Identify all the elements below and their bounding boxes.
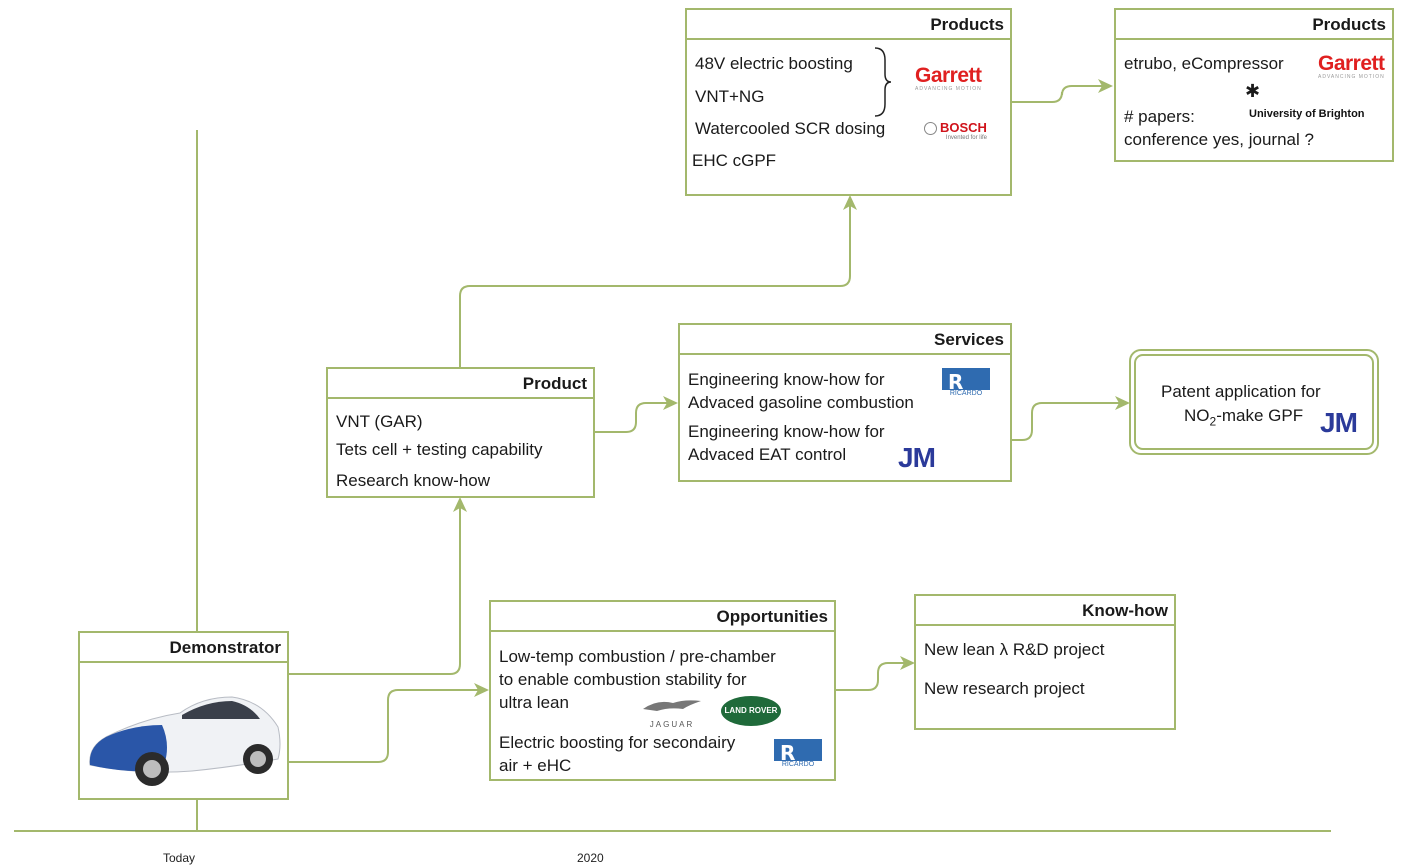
products-left-item: VNT+NG <box>695 87 765 106</box>
knowhow-item: New research project <box>924 679 1085 698</box>
arrow-head <box>1115 396 1130 410</box>
edge-opportunities-knowhow <box>836 662 909 691</box>
arrow-head <box>474 683 489 697</box>
services-title: Services <box>680 325 1010 355</box>
products-box-left: Products 48V electric boosting VNT+NG Wa… <box>685 8 1012 196</box>
opportunities-item: ultra lean <box>499 693 569 712</box>
opportunities-item: air + eHC <box>499 756 572 775</box>
edge-product-products <box>459 200 851 367</box>
demonstrator-box: Demonstrator <box>78 631 289 800</box>
product-box: Product VNT (GAR) Tets cell + testing ca… <box>326 367 595 498</box>
arrow-head <box>663 396 678 410</box>
services-item: Engineering know-how for <box>688 422 885 441</box>
product-title: Product <box>328 369 593 399</box>
opportunities-item: Low-temp combustion / pre-chamber <box>499 647 776 666</box>
timeline-label-today: Today <box>163 851 196 865</box>
car-image <box>89 696 281 786</box>
opportunities-box: Opportunities Low-temp combustion / pre-… <box>489 600 836 781</box>
products-right-line: etrubo, eCompressor <box>1124 54 1284 73</box>
products-right-title: Products <box>1116 10 1392 40</box>
arrow-head <box>453 497 467 512</box>
demonstrator-title: Demonstrator <box>80 633 287 663</box>
arrow-head <box>900 656 915 670</box>
edge-demonstrator-product <box>289 502 461 675</box>
knowhow-box: Know-how New lean λ R&D project New rese… <box>914 594 1176 730</box>
services-item: Engineering know-how for <box>688 370 885 389</box>
products-box-right: Products etrubo, eCompressor Garrett ADV… <box>1114 8 1394 162</box>
products-left-title: Products <box>687 10 1010 40</box>
products-left-item: Watercooled SCR dosing <box>695 119 886 138</box>
patent-line1: Patent application for <box>1161 382 1321 401</box>
product-item: Research know-how <box>336 471 491 490</box>
products-right-line: # papers: <box>1124 107 1195 126</box>
edge-product-services <box>595 402 672 433</box>
services-item: Advaced EAT control <box>688 445 847 464</box>
jaguar-logo: JAGUAR <box>639 695 705 729</box>
jm-logo: JM <box>1318 407 1359 439</box>
bosch-logo: BOSCH Invented for life <box>924 120 987 141</box>
timeline-label-2020: 2020 <box>577 851 604 865</box>
jaguar-leaper-icon <box>643 700 701 711</box>
product-item: VNT (GAR) <box>336 412 423 431</box>
garrett-logo: Garrett ADVANCING MOTION <box>915 64 982 92</box>
products-left-item: EHC cGPF <box>692 151 777 170</box>
opportunities-item: to enable combustion stability for <box>499 670 747 689</box>
edge-products-products <box>1012 85 1108 103</box>
services-item: Advaced gasoline combustion <box>688 393 914 412</box>
bosch-armature-icon <box>924 122 937 136</box>
opportunities-item: Electric boosting for secondairy <box>499 733 736 752</box>
arrow-head <box>843 195 857 210</box>
jm-logo: JM <box>898 442 936 473</box>
knowhow-title: Know-how <box>916 596 1174 626</box>
products-left-item: 48V electric boosting <box>695 54 853 73</box>
patent-line2: NO2-make GPF <box>1184 406 1304 429</box>
garrett-logo: Garrett ADVANCING MOTION <box>1318 52 1385 80</box>
opportunities-title: Opportunities <box>491 602 834 632</box>
edge-services-patent <box>960 402 1124 441</box>
edge-demonstrator-opportunities <box>289 689 483 763</box>
university-crest-icon: ✱ <box>1245 81 1261 101</box>
university-of-brighton-logo: University of Brighton <box>1249 108 1365 120</box>
land-rover-logo: LAND ROVER <box>721 696 781 726</box>
products-right-line: conference yes, journal ? <box>1124 130 1314 149</box>
patent-box: Patent application for NO2-make GPF JM <box>1129 349 1379 455</box>
ricardo-logo: R RICARDO <box>774 739 822 769</box>
arrow-head <box>1098 79 1113 93</box>
product-item: Tets cell + testing capability <box>336 440 543 459</box>
services-box: Services Engineering know-how for Advace… <box>678 323 1012 482</box>
knowhow-item: New lean λ R&D project <box>924 640 1105 659</box>
ricardo-logo: R RICARDO <box>942 368 990 398</box>
curly-brace-icon <box>874 47 892 117</box>
